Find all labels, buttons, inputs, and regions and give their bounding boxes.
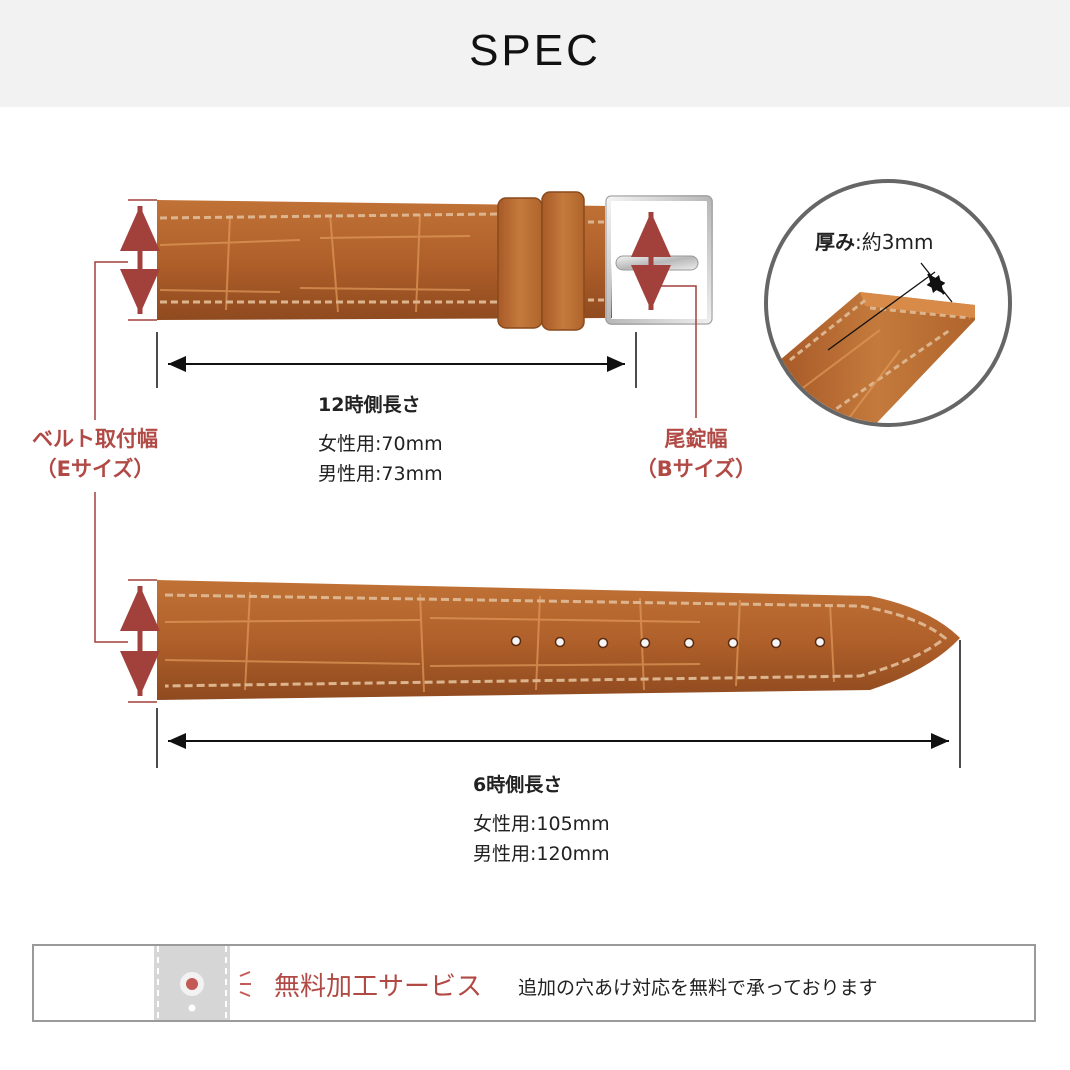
length-6-block: 6時側長さ 女性用:105mm 男性用:120mm: [473, 770, 610, 869]
strap-diagram: [94, 179, 1012, 768]
length-6-female: 女性用:105mm: [473, 813, 610, 835]
thickness-label: 厚み:約3mm: [815, 226, 933, 255]
page-title: SPEC: [469, 26, 601, 75]
length-12-title: 12時側長さ: [318, 394, 421, 416]
lug-width-line1: ベルト取付幅: [32, 427, 158, 451]
length-12-block: 12時側長さ 女性用:70mm 男性用:73mm: [318, 390, 443, 489]
strap-6-oclock: [157, 580, 960, 700]
thickness-title: 厚み: [815, 230, 855, 254]
banner-title: 無料加工サービス: [274, 972, 483, 1002]
strap-holes: [510, 635, 826, 649]
free-service-banner: 無料加工サービス 追加の穴あけ対応を無料で承っております: [32, 944, 1036, 1022]
length-12-female: 女性用:70mm: [318, 433, 443, 455]
strap-12-oclock: [157, 191, 713, 331]
length-6-male: 男性用:120mm: [473, 843, 610, 865]
buckle-width-label: 尾錠幅 （Bサイズ）: [626, 424, 766, 484]
thickness-inset: [764, 179, 1012, 427]
length-12-male: 男性用:73mm: [318, 463, 443, 485]
thickness-value: :約3mm: [855, 230, 934, 254]
lug-width-line2: （Eサイズ）: [35, 457, 155, 481]
buckle-width-line2: （Bサイズ）: [635, 457, 757, 481]
buckle-width-line1: 尾錠幅: [664, 427, 728, 451]
banner-description: 追加の穴あけ対応を無料で承っております: [518, 977, 878, 999]
spec-header: SPEC: [0, 0, 1070, 107]
dimension-lines: [94, 199, 961, 768]
lug-width-label: ベルト取付幅 （Eサイズ）: [20, 424, 170, 484]
length-6-title: 6時側長さ: [473, 774, 563, 796]
hole-punch-icon: [154, 946, 251, 1020]
